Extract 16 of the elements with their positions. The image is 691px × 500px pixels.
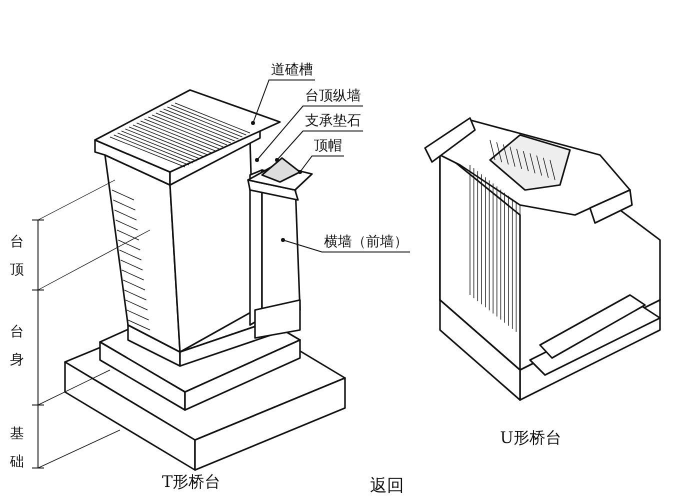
dimension-label: 基础: [10, 425, 25, 472]
caption: U形桥台: [499, 430, 562, 446]
callout-label: 台顶纵墙: [303, 88, 363, 104]
leader-line: [298, 156, 344, 174]
link-text: 返回: [369, 478, 405, 494]
callout-label: 支承垫石: [303, 113, 363, 129]
leader-line: [281, 238, 410, 252]
callout-label: 顶帽: [312, 138, 344, 154]
callout-label: 道碴槽: [269, 62, 315, 78]
caption: T形桥台: [161, 474, 222, 490]
callout-label: 横墙（前墙）: [322, 234, 410, 250]
leader-line: [255, 106, 364, 162]
dimension-label: 台身: [10, 323, 25, 370]
leader-line: [275, 130, 364, 162]
leader-line: [251, 80, 316, 125]
dimension-label: 台顶: [10, 233, 25, 280]
